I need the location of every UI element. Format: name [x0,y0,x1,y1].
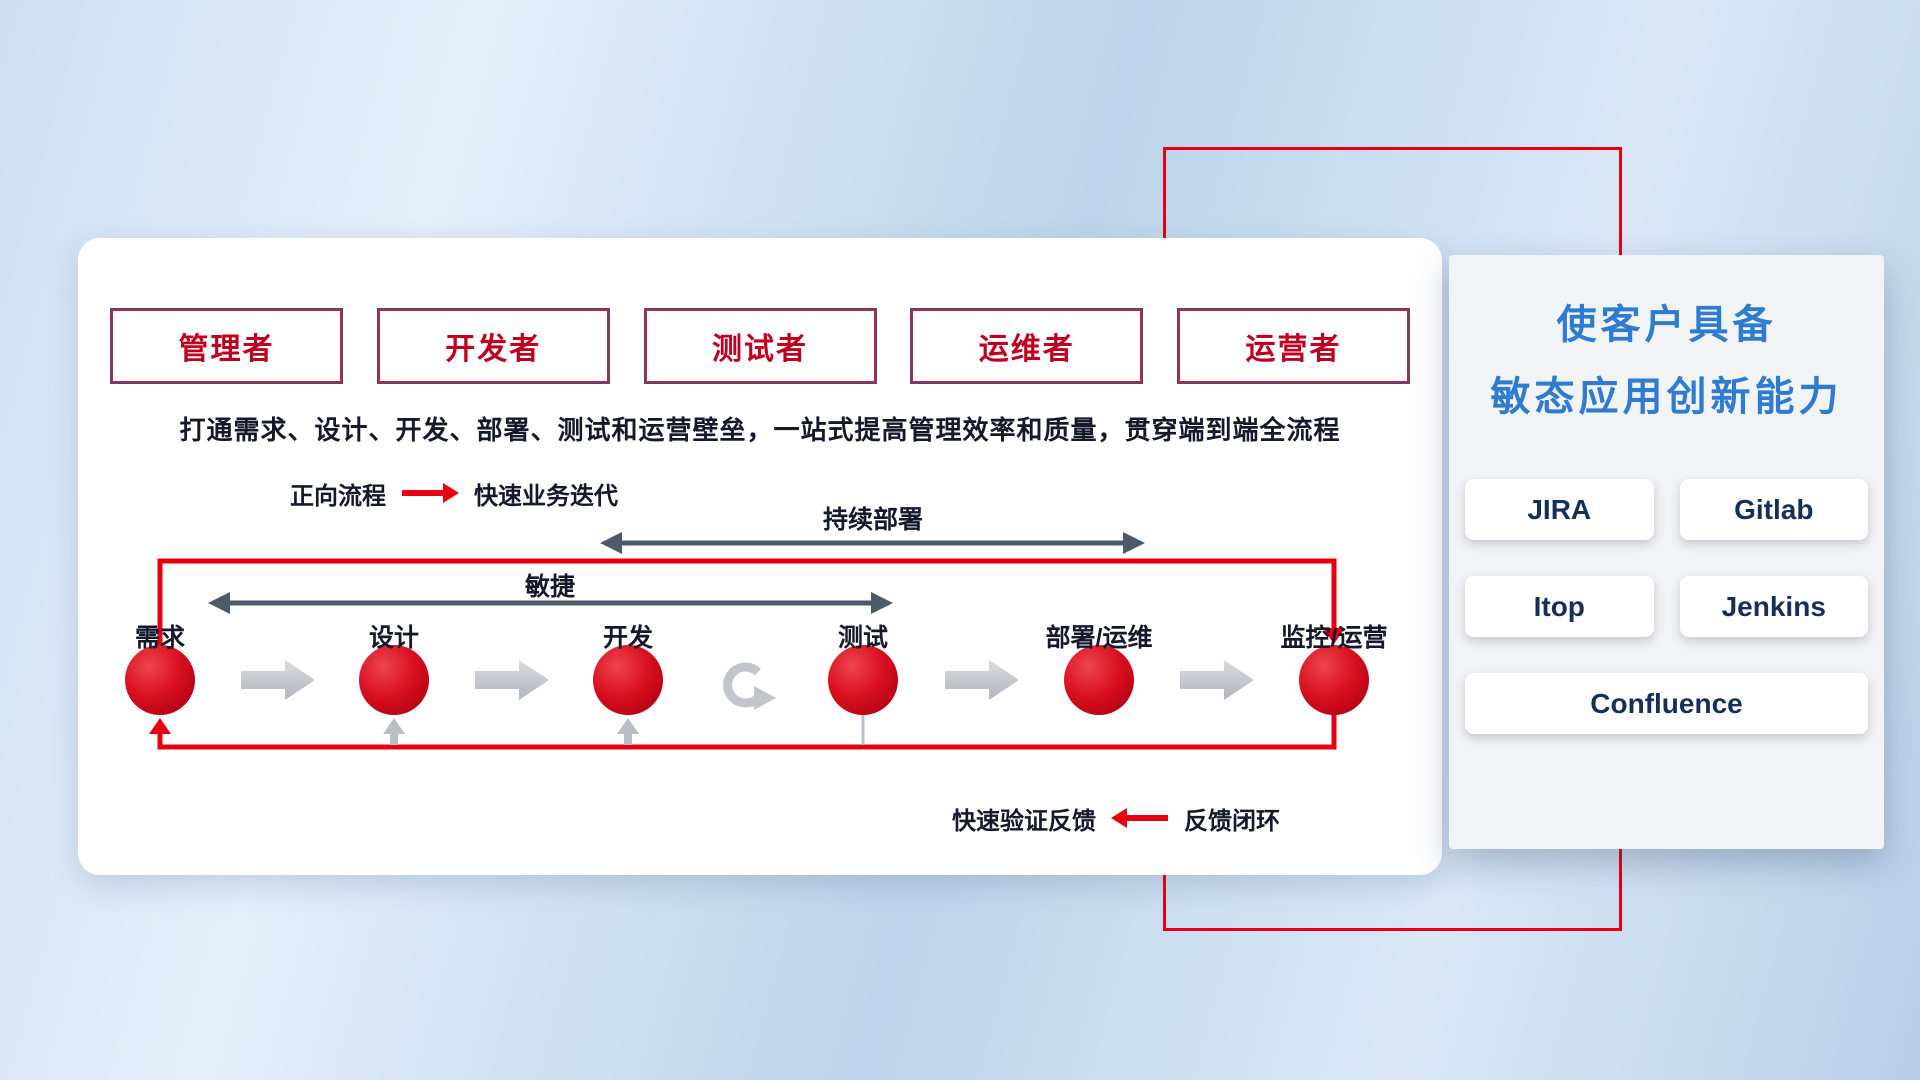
feedback-loop-line [149,712,1337,750]
tool-jenkins: Jenkins [1679,576,1868,637]
tool-gitlab: Gitlab [1679,479,1868,540]
step-node-design [359,645,429,715]
flow-arrow-icon [1180,660,1254,700]
legend-forward-value: 快速业务迭代 [474,482,618,510]
step-node-requirements [125,645,195,715]
forward-arrow-icon [402,490,444,496]
tool-jira: JIRA [1465,479,1654,540]
step-label-deploy-ops: 部署/运维 [1045,624,1153,652]
feedback-up-arrow-icon [383,718,405,745]
feedback-arrow-icon [1126,815,1168,821]
loop-arrowhead-up-icon [149,718,171,734]
role-box-operator: 运营者 [1177,308,1410,384]
agile-label: 敏捷 [524,573,576,601]
step-node-deploy-ops [1064,645,1134,715]
panel-title: 使客户具备 敏态应用创新能力 [1449,255,1884,433]
tool-itop: Itop [1465,576,1654,637]
role-label: 运营者 [1245,333,1342,366]
role-box-tester: 测试者 [643,308,877,384]
flow-arrow-icon [475,660,549,700]
role-box-ops: 运维者 [910,308,1144,384]
feedback-up-arrow-icon [617,718,639,745]
role-label: 测试者 [712,333,808,366]
tools-grid: JIRA Gitlab Itop Jenkins Confluence [1465,479,1868,734]
roles-row: 管理者 开发者 测试者 运维者 运营者 [110,308,1410,384]
legend-forward-label: 正向流程 [290,482,386,510]
step-label-design: 设计 [368,624,419,652]
panel-title-line1: 使客户具备 [1556,303,1777,347]
step-node-monitor-op [1299,645,1369,715]
step-label-requirements: 需求 [134,624,185,652]
flow-arrow-icon [945,660,1019,700]
step-node-testing [828,645,898,715]
role-label: 管理者 [178,333,275,366]
role-box-manager: 管理者 [110,308,343,384]
legend-feedback: 快速验证反馈 反馈闭环 [952,802,1280,835]
continuous-deploy-label: 持续部署 [822,506,924,534]
flow-description: 打通需求、设计、开发、部署、测试和运营壁垒，一站式提高管理效率和质量，贯穿端到端… [179,415,1341,445]
step-node-development [593,645,663,715]
step-label-development: 开发 [602,624,653,652]
devops-flow-card: 管理者 开发者 测试者 运维者 运营者 打通需求、设计、开发、部署、测试和运营壁… [78,238,1442,875]
flow-arrow-icon [241,660,315,700]
role-label: 运维者 [978,333,1075,366]
step-label-testing: 测试 [837,624,888,652]
tool-confluence: Confluence [1465,673,1868,734]
panel-title-line2: 敏态应用创新能力 [1490,375,1843,419]
step-label-monitor-op: 监控/运营 [1280,624,1388,652]
legend-forward: 正向流程 快速业务迭代 [290,477,618,510]
role-label: 开发者 [445,333,542,366]
iteration-loop-icon [723,662,776,710]
legend-feedback-label: 快速验证反馈 [952,807,1096,835]
role-box-developer: 开发者 [376,308,610,384]
capability-panel: 使客户具备 敏态应用创新能力 JIRA Gitlab Itop Jenkins … [1449,255,1884,849]
legend-feedback-value: 反馈闭环 [1184,807,1280,835]
